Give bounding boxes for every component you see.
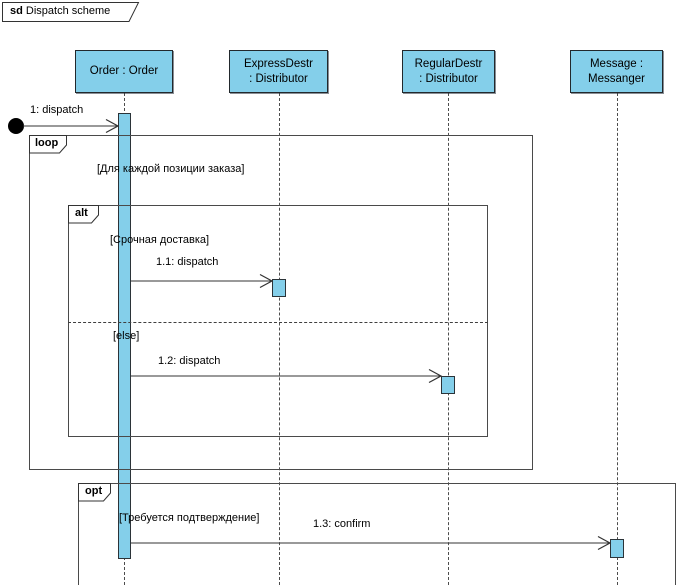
lifeline-head-order-line1: Order : Order: [89, 65, 159, 78]
fragment-alt-divider: [68, 322, 488, 323]
fragment-alt-guard-else: [else]: [113, 330, 140, 342]
message-1-2-arrow[interactable]: [131, 366, 443, 386]
fragment-opt-guard: [Требуется подтверждение]: [119, 512, 260, 524]
message-1-3-label: 1.3: confirm: [313, 518, 371, 530]
lifeline-head-order[interactable]: Order : Order: [75, 50, 173, 93]
diagram-title-keyword: sd: [10, 5, 23, 17]
lifeline-head-express-line2: : Distributor: [249, 72, 308, 85]
lifeline-head-message-line1: Message :: [589, 58, 644, 70]
message-1-arrow[interactable]: [2, 113, 122, 139]
diagram-title-name: Dispatch scheme: [25, 5, 111, 17]
fragment-loop-guard: [Для каждой позиции заказа]: [97, 163, 245, 175]
activation-order[interactable]: [118, 113, 131, 559]
activation-message[interactable]: [610, 539, 624, 558]
message-1-2-label: 1.2: dispatch: [158, 355, 221, 367]
fragment-alt-label: alt: [75, 207, 88, 219]
message-1-label: 1: dispatch: [30, 104, 84, 116]
found-message-circle: [8, 118, 24, 134]
lifeline-head-express[interactable]: ExpressDestr : Distributor: [229, 50, 328, 93]
lifeline-head-message-line2: Messanger: [588, 72, 645, 85]
fragment-alt-guard-if: [Срочная доставка]: [110, 234, 210, 246]
message-1-1-arrow[interactable]: [131, 271, 274, 291]
lifeline-head-express-line1: ExpressDestr: [243, 58, 314, 70]
frame-title-tab: [2, 2, 140, 22]
lifeline-message: [617, 93, 618, 585]
activation-regular[interactable]: [441, 376, 455, 394]
lifeline-head-regular-line2: : Distributor: [419, 72, 478, 85]
open-arrowhead-icon: [597, 535, 612, 551]
open-arrowhead-icon: [259, 273, 274, 289]
open-arrowhead-icon: [105, 118, 120, 134]
message-1-3-arrow[interactable]: [131, 533, 612, 553]
lifeline-head-message[interactable]: Message : Messanger: [570, 50, 663, 93]
fragment-loop-label: loop: [35, 137, 59, 149]
diagram-title: sd Dispatch scheme: [10, 5, 110, 17]
activation-express[interactable]: [272, 279, 286, 297]
lifeline-head-regular-line1: RegularDestr: [414, 58, 483, 70]
fragment-loop[interactable]: [29, 135, 533, 470]
message-1-1-label: 1.1: dispatch: [156, 256, 219, 268]
open-arrowhead-icon: [428, 368, 443, 384]
fragment-opt-label: opt: [85, 485, 103, 497]
lifeline-regular: [448, 93, 449, 585]
lifeline-express: [279, 93, 280, 585]
lifeline-head-regular[interactable]: RegularDestr : Distributor: [402, 50, 495, 93]
